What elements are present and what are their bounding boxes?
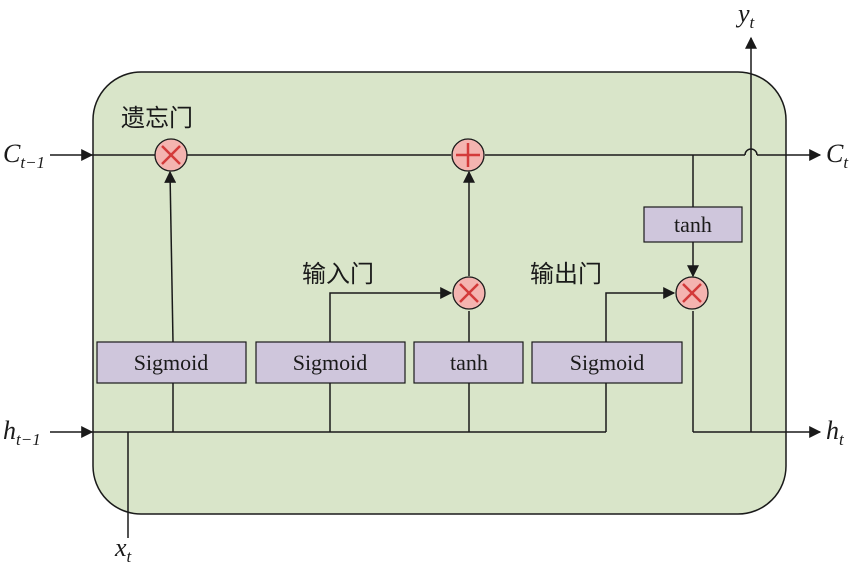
input-sigmoid-label: Sigmoid [293, 350, 368, 375]
input-sig-arrow [329, 287, 453, 342]
output-sigmoid-label: Sigmoid [570, 350, 645, 375]
h-next-label: ht [826, 416, 845, 449]
cell-tanh-box [643, 206, 743, 243]
input-tanh-box [413, 341, 524, 384]
forget-multiply-op [154, 138, 188, 172]
input-multiply-op [452, 276, 486, 310]
x-in-label: xt [114, 533, 133, 566]
y-out-label: yt [735, 0, 756, 32]
cell-add-op [451, 138, 485, 172]
output-sig-arrow [605, 287, 676, 342]
forget-gate-label: 遗忘门 [121, 104, 193, 132]
input-sigmoid-box [255, 341, 406, 384]
forget-arrow [164, 170, 177, 343]
h-prev-label: ht−1 [3, 416, 41, 449]
output-gate-label: 输出门 [530, 260, 602, 288]
forget-sigmoid-box [96, 341, 247, 384]
forget-sigmoid-label: Sigmoid [134, 350, 209, 375]
output-sigmoid-box [531, 341, 683, 384]
c-next-label: Ct [826, 139, 849, 172]
output-multiply-op [675, 276, 709, 310]
cell-tanh-label: tanh [674, 212, 712, 237]
input-tanh-label: tanh [450, 350, 488, 375]
input-gate-label: 输入门 [302, 260, 374, 288]
c-prev-label: Ct−1 [3, 139, 45, 172]
